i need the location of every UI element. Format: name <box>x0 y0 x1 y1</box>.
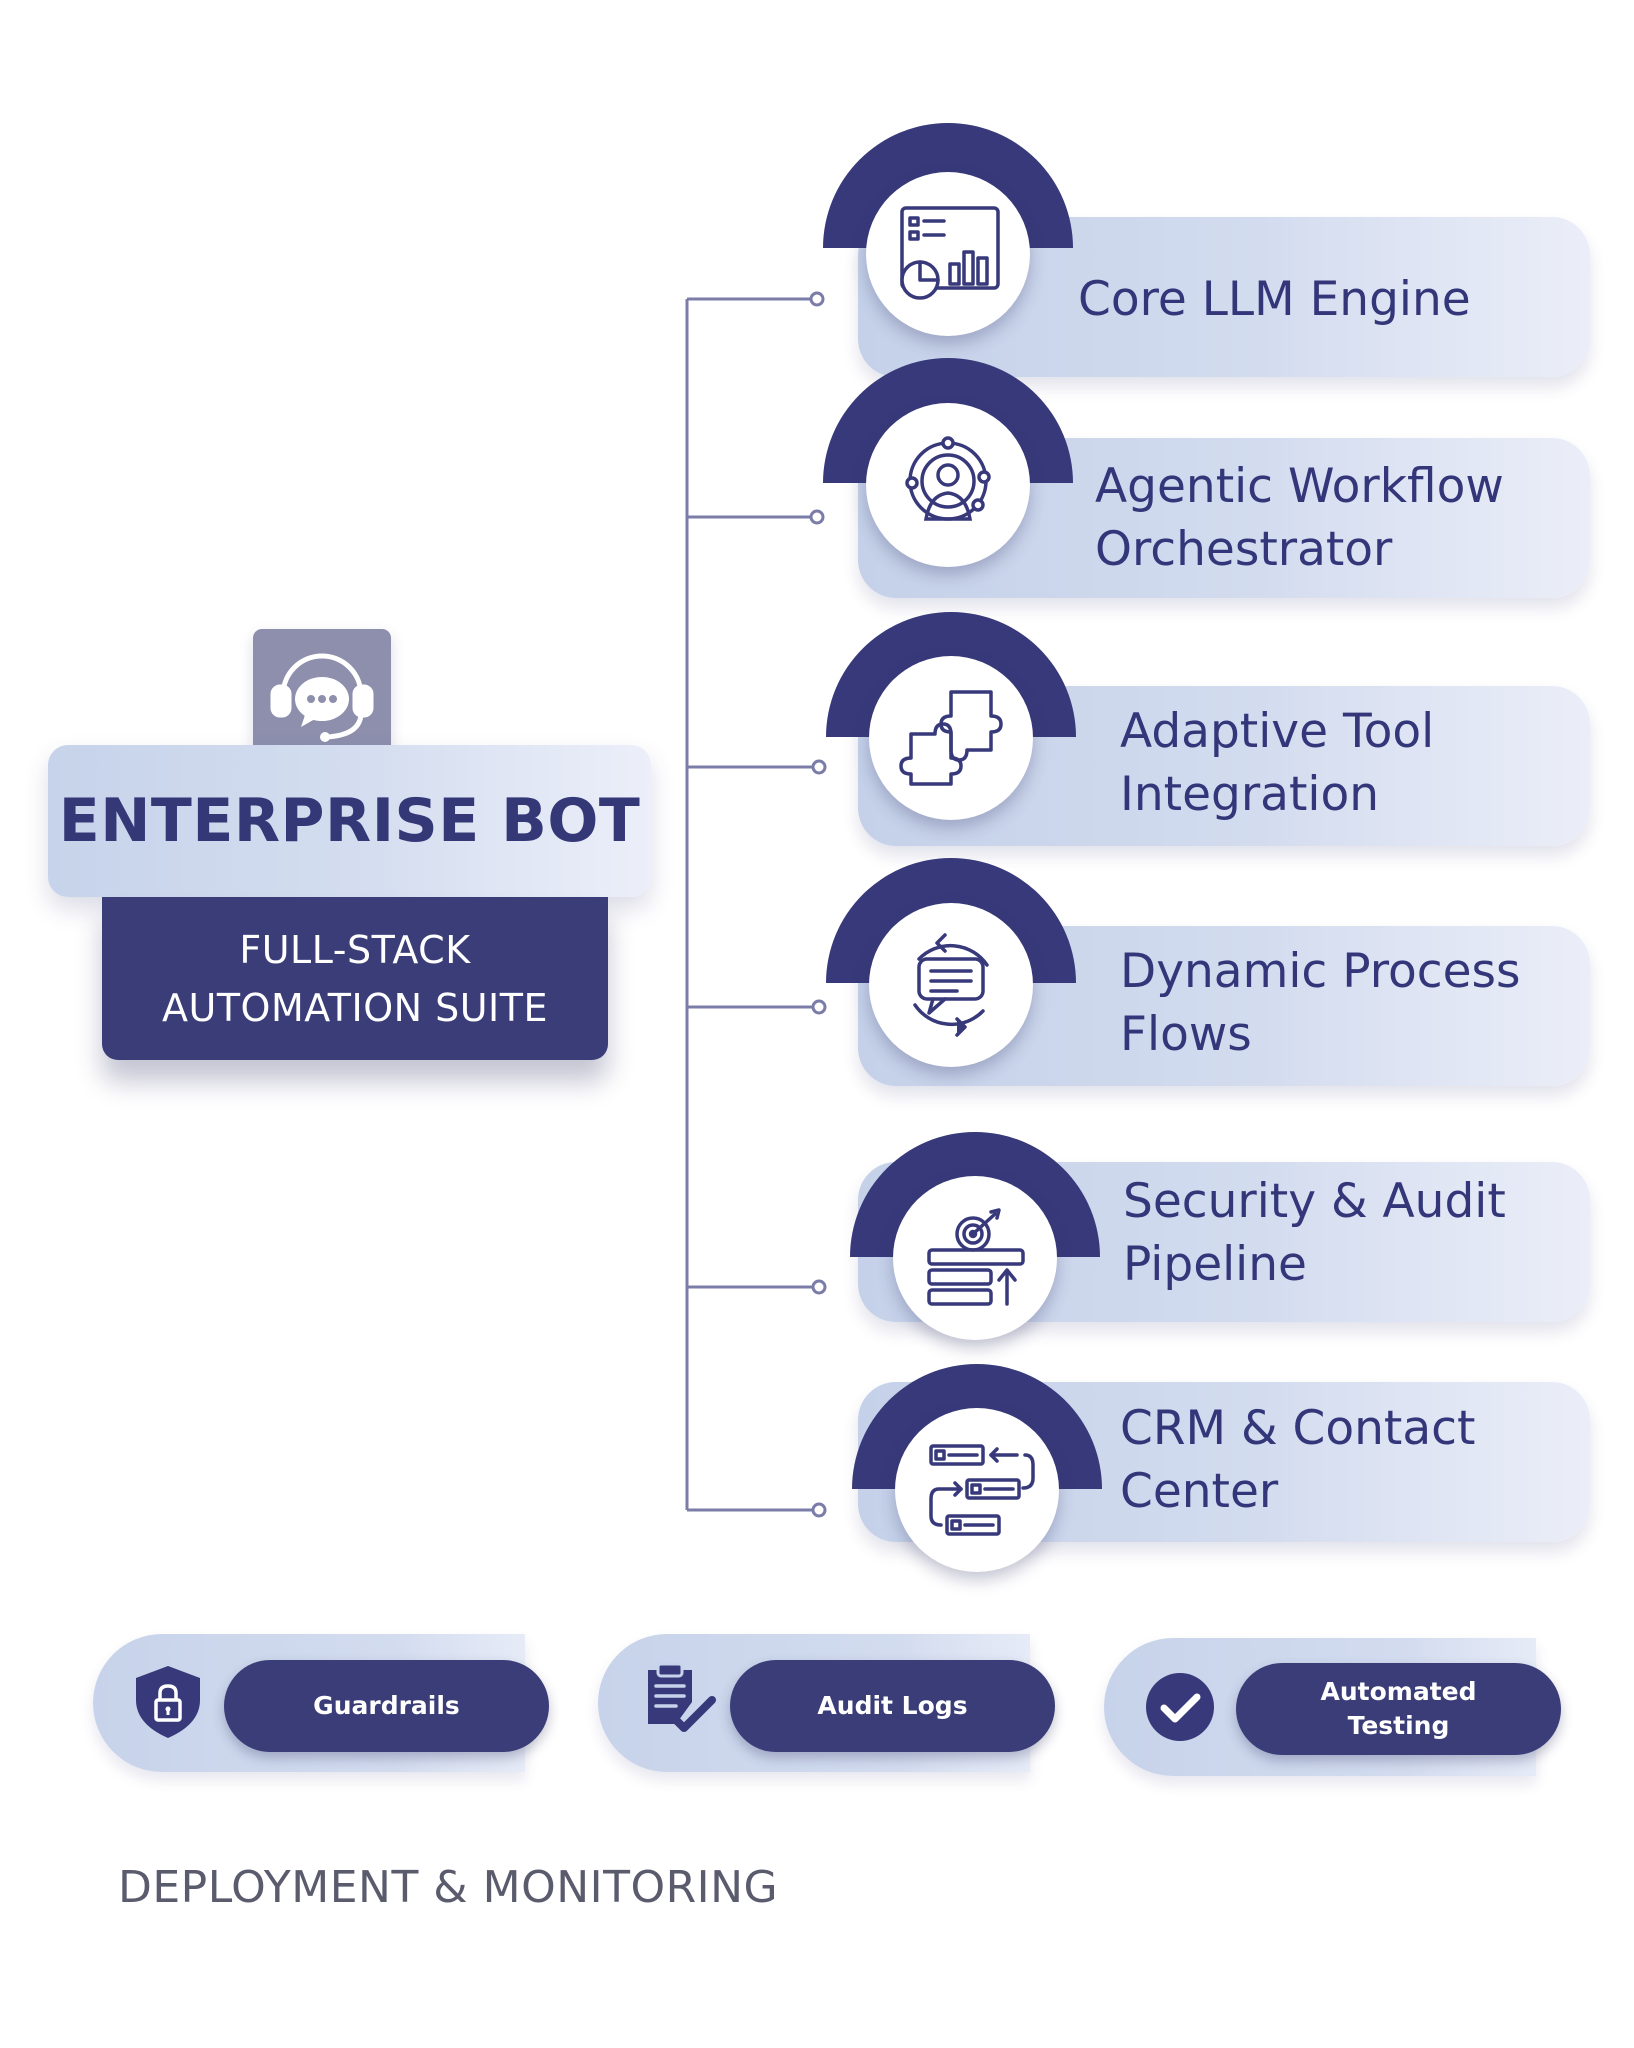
component-label-6-line-1: CRM & Contact <box>1120 1401 1476 1456</box>
puzzle-pieces-icon <box>899 690 1003 786</box>
component-icon-circle-5 <box>893 1176 1057 1340</box>
feature-label-1: Guardrails <box>313 1691 460 1720</box>
feature-label-2: Audit Logs <box>817 1691 968 1720</box>
connector-node-2 <box>809 509 825 525</box>
component-label-5: Security & Audit Pipeline <box>1123 1170 1506 1296</box>
flow-steps-arrows-icon <box>929 1444 1035 1536</box>
component-icon-circle-2 <box>866 403 1030 567</box>
component-label-5-line-1: Security & Audit <box>1123 1174 1506 1229</box>
dashboard-chart-icon <box>900 206 1000 300</box>
component-label-3-line-1: Adaptive Tool <box>1120 704 1435 759</box>
feature-pill-2: Audit Logs <box>730 1660 1055 1752</box>
component-label-2-line-2: Orchestrator <box>1095 522 1393 577</box>
component-label-4-line-2: Flows <box>1120 1007 1252 1062</box>
connector-node-6 <box>811 1502 827 1518</box>
component-label-3: Adaptive Tool Integration <box>1120 700 1434 826</box>
component-label-1: Core LLM Engine <box>1078 268 1471 331</box>
component-label-6-line-2: Center <box>1120 1464 1279 1519</box>
clipboard-check-icon <box>648 1662 716 1732</box>
orbit-network-user-icon <box>905 436 991 521</box>
feature-pill-1: Guardrails <box>224 1660 549 1752</box>
hub-icon-box <box>253 629 391 764</box>
component-label-2: Agentic Workflow Orchestrator <box>1095 455 1504 581</box>
hub-title: ENTERPRISE BOT <box>58 786 641 856</box>
target-stack-upload-icon <box>927 1208 1025 1306</box>
headset-chat-icon <box>270 653 374 742</box>
component-icon-circle-6 <box>895 1408 1059 1572</box>
connector-node-1 <box>809 291 825 307</box>
hub-title-box: ENTERPRISE BOT <box>48 745 651 897</box>
component-label-2-line-1: Agentic Workflow <box>1095 459 1504 514</box>
component-label-5-line-2: Pipeline <box>1123 1237 1307 1292</box>
connector-node-3 <box>811 759 827 775</box>
component-label-4-line-1: Dynamic Process <box>1120 944 1521 999</box>
hub-subtitle-line-1: FULL-STACK <box>239 927 471 972</box>
component-icon-circle-1 <box>866 172 1030 336</box>
connector-node-4 <box>811 999 827 1015</box>
hub-subtitle-line-2: AUTOMATION SUITE <box>162 985 548 1030</box>
component-label-3-line-2: Integration <box>1120 767 1379 822</box>
component-icon-circle-3 <box>869 656 1033 820</box>
component-label-6: CRM & Contact Center <box>1120 1397 1475 1523</box>
feature-label-3: Automated Testing <box>1320 1677 1477 1740</box>
connector-node-5 <box>811 1279 827 1295</box>
chat-refresh-cycle-icon <box>913 933 989 1037</box>
feature-pill-3: Automated Testing <box>1236 1663 1561 1755</box>
component-label-4: Dynamic Process Flows <box>1120 940 1521 1066</box>
footer-caption: DEPLOYMENT & MONITORING <box>118 1862 779 1913</box>
hub-subtitle-box: FULL-STACK AUTOMATION SUITE <box>102 897 608 1060</box>
component-label-1-line-1: Core LLM Engine <box>1078 272 1471 327</box>
checkmark-circle-icon <box>1146 1673 1214 1741</box>
shield-lock-icon <box>136 1666 200 1738</box>
component-icon-circle-4 <box>869 903 1033 1067</box>
